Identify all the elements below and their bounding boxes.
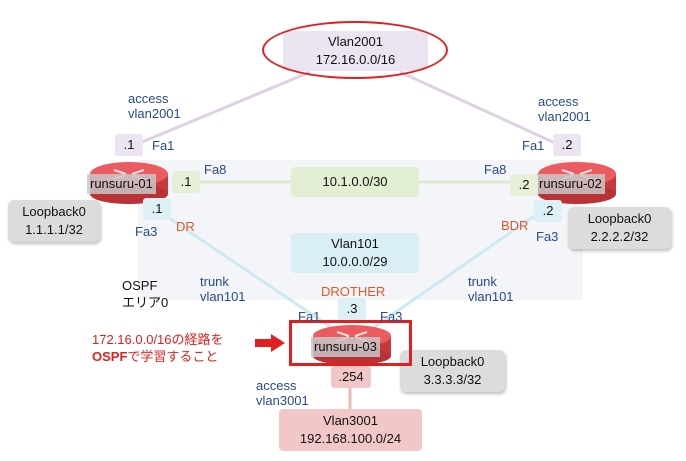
link-r1-vlan2001 — [127, 70, 311, 150]
port-r2-trunk-line1: trunk — [468, 274, 497, 289]
loopback-r2-box: Loopback0 2.2.2.2/32 — [568, 207, 671, 249]
vlan101-name: Vlan101 — [331, 236, 379, 251]
loopback-r3-ip: 3.3.3.3/32 — [423, 372, 482, 387]
port-r1-access: access vlan2001 — [128, 91, 181, 121]
ospf-area-label: OSPF エリア0 — [122, 277, 168, 311]
router-r2-name: runsuru-02 — [536, 174, 605, 194]
loopback-r2-ip: 2.2.2.2/32 — [590, 229, 649, 244]
port-r2-access-line2: vlan2001 — [538, 109, 591, 124]
ospf-area-label-line1: OSPF — [122, 278, 158, 293]
port-r1-trunk: trunk vlan101 — [200, 274, 246, 304]
vlan3001-name: Vlan3001 — [323, 413, 378, 428]
if-r2-fa8: Fa8 — [484, 162, 507, 177]
port-r3-access-line1: access — [256, 378, 297, 393]
vlan3001-box: Vlan3001 192.168.100.0/24 — [279, 409, 422, 451]
port-r2-access-line1: access — [538, 94, 579, 109]
role-r2: BDR — [501, 218, 529, 233]
addr-r1-fa1: .1 — [115, 134, 143, 156]
port-r1-trunk-line1: trunk — [200, 274, 229, 289]
arrow-right-icon — [255, 334, 285, 352]
role-r1: DR — [176, 219, 195, 234]
requirement-note-bold: OSPF — [92, 349, 128, 364]
link-r1-r3-trunk — [159, 210, 336, 332]
port-r2-access: access vlan2001 — [538, 94, 591, 124]
ospf-area-label-line2: エリア0 — [122, 295, 169, 310]
port-r1-access-line2: vlan2001 — [128, 106, 181, 121]
router-r3-name: runsuru-03 — [311, 337, 380, 357]
port-r1-trunk-line2: vlan101 — [200, 289, 246, 304]
router-r3-highlight-box — [289, 320, 412, 366]
loopback-r1-box: Loopback0 1.1.1.1/32 — [8, 200, 100, 242]
addr-r1-fa3: .1 — [143, 198, 171, 220]
vlan101-subnet: 10.0.0.0/29 — [322, 254, 388, 269]
loopback-r2-name: Loopback0 — [587, 211, 652, 226]
router-r1-name: runsuru-01 — [87, 174, 156, 194]
vlan101-box: Vlan101 10.0.0.0/29 — [291, 233, 419, 273]
vlan3001-subnet: 192.168.100.0/24 — [299, 431, 402, 446]
loopback-r1-name: Loopback0 — [22, 204, 86, 219]
addr-r3-fa1: .3 — [338, 298, 366, 320]
loopback-r1-ip: 1.1.1.1/32 — [25, 222, 83, 237]
if-r1-fa3: Fa3 — [135, 224, 158, 239]
port-r1-access-line1: access — [128, 91, 169, 106]
addr-r3-vlan3001: .254 — [331, 366, 371, 388]
if-r1-fa1: Fa1 — [152, 138, 175, 153]
link-r2-r3-trunk — [369, 210, 541, 332]
port-r2-trunk-line2: vlan101 — [468, 289, 514, 304]
addr-r2-fa3: .2 — [534, 200, 562, 222]
if-r3-fa3: Fa3 — [380, 309, 403, 324]
requirement-note-rest: で学習すること — [127, 349, 219, 364]
addr-r2-fa8: .2 — [510, 174, 538, 196]
port-r2-trunk: trunk vlan101 — [468, 274, 514, 304]
if-r2-fa1: Fa1 — [522, 138, 545, 153]
vlan2001-highlight-ellipse — [262, 21, 448, 79]
role-r3: DROTHER — [321, 284, 386, 299]
addr-r1-fa8: .1 — [172, 171, 200, 193]
requirement-note-line2: OSPFで学習すること — [92, 348, 224, 365]
requirement-note-line1: 172.16.0.0/16の経路を — [92, 332, 224, 347]
if-r3-fa1: Fa1 — [298, 309, 321, 324]
loopback-r3-name: Loopback0 — [420, 354, 485, 369]
if-r1-fa8: Fa8 — [204, 162, 227, 177]
if-r2-fa3: Fa3 — [536, 229, 559, 244]
transit-subnet: 10.1.0.0/30 — [322, 174, 388, 189]
port-r3-access: access vlan3001 — [256, 378, 309, 408]
addr-r2-fa1: .2 — [553, 134, 581, 156]
port-r3-access-line2: vlan3001 — [256, 393, 309, 408]
transit-box: 10.1.0.0/30 — [291, 167, 419, 197]
requirement-note: 172.16.0.0/16の経路を OSPFで学習すること — [92, 331, 224, 365]
link-r2-vlan2001 — [399, 70, 567, 150]
loopback-r3-box: Loopback0 3.3.3.3/32 — [400, 350, 505, 392]
